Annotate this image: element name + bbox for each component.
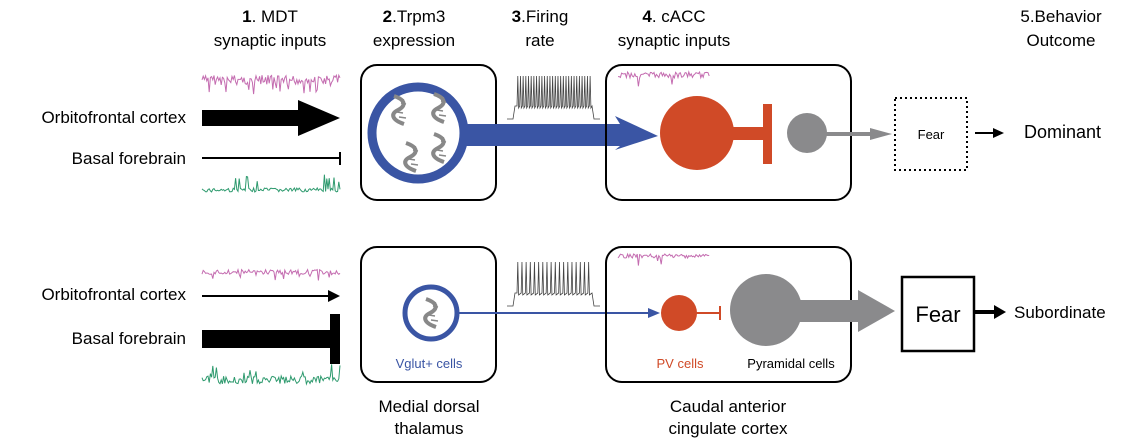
svg-text:Medial dorsal: Medial dorsal: [378, 397, 479, 416]
bf-inhibit-top: [202, 152, 341, 165]
pyramidal-arrow-top: [870, 128, 892, 140]
ofc-arrow-bottom: [328, 290, 340, 302]
pv-inhibit-top: [763, 104, 772, 164]
svg-text:cingulate cortex: cingulate cortex: [668, 419, 788, 438]
header-4: 4. cACC synaptic inputs: [618, 7, 730, 50]
fear-label-bottom: Fear: [915, 302, 960, 327]
bf-label-top: Basal forebrain: [72, 149, 186, 168]
firing-trace-bottom: [507, 261, 600, 307]
pv-cell-top: [660, 96, 734, 170]
pv-label: PV cells: [657, 356, 704, 371]
svg-text:4. cACC: 4. cACC: [642, 7, 705, 26]
svg-text:Outcome: Outcome: [1027, 31, 1096, 50]
ofc-trace-bottom: [201, 267, 341, 281]
svg-text:3.Firing: 3.Firing: [512, 7, 569, 26]
fear-box-bottom: [900, 275, 976, 353]
header-3: 3.Firing rate: [512, 7, 569, 50]
trpm3-cell-top: [367, 82, 469, 184]
svg-text:thalamus: thalamus: [395, 419, 464, 438]
outcome-dominant: Dominant: [1024, 122, 1101, 142]
svg-text:Caudal anterior: Caudal anterior: [670, 397, 787, 416]
bf-trace-top: [201, 174, 341, 193]
svg-text:1. MDT: 1. MDT: [242, 7, 298, 26]
outcome-arrow-top: [993, 128, 1004, 138]
vglut-label: Vglut+ cells: [396, 356, 463, 371]
svg-text:5.Behavior: 5.Behavior: [1020, 7, 1102, 26]
outcome-subordinate: Subordinate: [1014, 303, 1106, 322]
fear-box-top: [894, 97, 968, 171]
mdt-projection-bottom: [648, 308, 660, 318]
bf-trace-bottom: [201, 364, 341, 386]
svg-text:synaptic inputs: synaptic inputs: [618, 31, 730, 50]
svg-text:expression: expression: [373, 31, 455, 50]
cacc-trace-top: [618, 70, 710, 87]
region-label-mdt: Medial dorsal thalamus: [378, 397, 479, 438]
pyramidal-label: Pyramidal cells: [747, 356, 835, 371]
svg-text:rate: rate: [525, 31, 554, 50]
pyramidal-cell-top: [787, 113, 827, 153]
ofc-label-top: Orbitofrontal cortex: [41, 108, 186, 127]
cacc-trace-bottom: [617, 252, 710, 266]
ofc-arrow-top: [202, 100, 340, 136]
pv-cell-bottom: [661, 295, 697, 331]
ofc-trace-top: [201, 73, 341, 95]
ofc-label-bottom: Orbitofrontal cortex: [41, 285, 186, 304]
svg-text:2.Trpm3: 2.Trpm3: [383, 7, 446, 26]
bf-inhibit-bottom: [202, 314, 340, 364]
header-2: 2.Trpm3 expression: [373, 7, 455, 50]
mdt-projection-top: [462, 116, 658, 150]
mdt-box-bottom: [360, 246, 497, 383]
firing-trace-top: [507, 75, 600, 120]
region-label-cacc: Caudal anterior cingulate cortex: [668, 397, 788, 438]
header-5: 5.Behavior Outcome: [1020, 7, 1102, 50]
fear-label-top: Fear: [918, 127, 945, 142]
pyramidal-cell-bottom: [730, 274, 802, 346]
pyramidal-arrow-bottom: [858, 290, 895, 332]
outcome-arrow-bottom: [994, 305, 1006, 319]
header-1: 1. MDT synaptic inputs: [214, 7, 326, 50]
bf-label-bottom: Basal forebrain: [72, 329, 186, 348]
svg-text:synaptic inputs: synaptic inputs: [214, 31, 326, 50]
